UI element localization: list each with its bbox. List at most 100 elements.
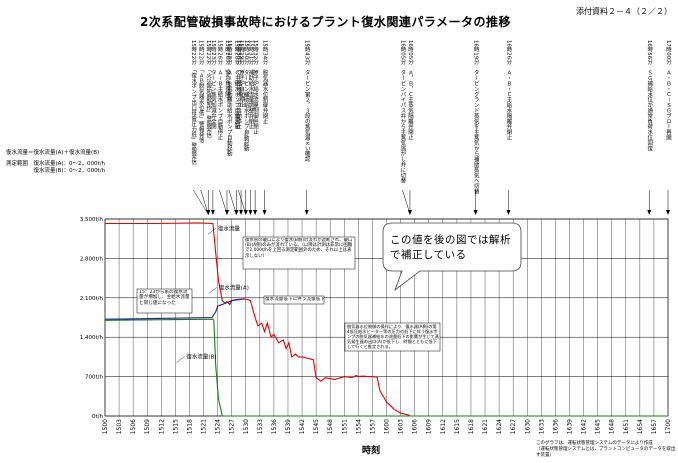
event-label: 15時26分 Ａ－Ｂ主給水ポンプ自動停止 (216, 40, 223, 140)
series-label-leader (208, 287, 217, 294)
event-label: 15時22分 「ＡＢ脱気器水位低」警報発信 (198, 40, 205, 144)
x-tick-label: 1533 (257, 419, 264, 434)
event-arrowhead (407, 210, 412, 215)
annotation-1544-fo: 脱気器水位制御の操作により、復水器(A側)の第4低圧給水ヒーター等の圧力の低下に… (347, 324, 439, 349)
callout-bubble (382, 222, 522, 292)
annotation-1524: 復水管の破口により復水(B側)の流れが遮断され、破口(B)(A側)のみが流れてい… (245, 238, 353, 259)
x-tick-label: 1645 (595, 419, 602, 434)
x-tick-label: 1657 (651, 419, 658, 434)
annotation-1524-fo: 復水管の破口により復水(B側)の流れが遮断され、破口(B)(A側)のみが流れてい… (245, 238, 353, 259)
series-label-b: 復水流量(B) (186, 353, 216, 361)
x-tick-label: 1618 (468, 419, 475, 434)
x-tick-label: 1600 (384, 419, 391, 434)
event-label: 15時22分 「復水ポンプ出口母管圧力低」警報発信 (190, 40, 197, 166)
x-tick-label: 1639 (566, 419, 573, 434)
event-label: 16時05分 Ａ，Ｂ，Ｃ主蒸気隔離弁閉止 (407, 40, 414, 140)
event-label: 16時56分 ＳＧ補給水位が通常負荷水位回復 (646, 40, 653, 152)
x-tick-label: 1636 (552, 419, 559, 434)
event-arrowhead (253, 210, 258, 215)
event-arrowhead (224, 210, 229, 215)
x-tick-label: 1648 (609, 419, 616, 434)
annotation-box-1528 (263, 295, 325, 305)
event-arrowhead (647, 210, 652, 215)
definition-line-2: 測定範囲 復水流量(A)：0～2，000t/h (6, 161, 106, 167)
annotation-1522: 15：23から系の復水流量が増加し、主給水流量と同じ値になった (139, 290, 190, 306)
event-label: 15時29分 原子炉自動停止 (238, 40, 245, 108)
x-tick-label: 1527 (229, 419, 236, 434)
x-tick-label: 1536 (271, 419, 278, 434)
event-label: 16時19分 タービングランド蒸気を主蒸気から補助蒸気へ切替 (473, 40, 480, 195)
x-tick-label: 1542 (299, 419, 306, 434)
x-tick-label: 1557 (369, 419, 376, 434)
y-tick-labels: 0t/h 700t/h 1,400t/h 2,100t/h 2,800t/h 3,500t… (80, 217, 104, 420)
x-tick-label: 1518 (186, 419, 193, 434)
x-tick-label: 1524 (215, 419, 222, 434)
event-arrowhead (248, 210, 253, 215)
x-axis-title: 時刻 (362, 446, 381, 456)
series-label-leader (176, 356, 185, 363)
x-tick-label: 1512 (158, 419, 165, 434)
x-tick-label: 1642 (581, 419, 588, 434)
event-label: 15時32分 原子炉給水流量制御弁閉止 (252, 40, 259, 135)
event-arrowhead (506, 210, 511, 215)
event-label: 15時28分 Ａ－Ｂ電動補助給水ポンプ自動起動 (226, 40, 233, 158)
y-tick-label: 1,400t/h (80, 335, 104, 341)
x-tick-label: 1521 (201, 419, 208, 434)
x-tick-label: 1651 (623, 419, 630, 434)
x-tick-label: 1545 (313, 419, 320, 434)
document-id: 添付資料２－４（２／２） (576, 7, 672, 16)
annotation-box-1544 (344, 322, 441, 352)
annotation-1522-fo: 15：23から系の復水流量が増加し、主給水流量と同じ値になった (139, 290, 190, 306)
x-tick-label: 1548 (327, 419, 334, 434)
annotation-box-1524 (242, 236, 356, 270)
callout-text: この値を後の図では解析で補正している (390, 234, 511, 261)
footnote-line-2: （運転状態管理システムとは、プラントコンピュータのデータを取出す装置） (536, 447, 676, 458)
x-tick-label: 1654 (637, 419, 644, 434)
series-label-leader (207, 228, 216, 235)
y-tick-label: 3,500t/h (80, 217, 104, 223)
event-arrowhead (262, 210, 267, 215)
event-label: 15時34分 脱気器水位制御弁閉止 (262, 40, 269, 124)
footnote: このグラフは、運転状態管理システムのデータにより作成 （運転状態管理システムとは… (536, 441, 676, 459)
x-tick-label: 1603 (398, 419, 405, 434)
callout-fo: この値を後の図では解析で補正している (390, 234, 511, 261)
x-tick-label: 1554 (355, 419, 362, 434)
event-arrowhead (243, 210, 248, 215)
x-tick-label: 1503 (116, 419, 123, 434)
event-arrowhead (210, 210, 215, 215)
event-label: 15時43分 タービン第２，３段の蒸気漏えい確認 (304, 40, 311, 163)
event-arrowhead (234, 210, 239, 215)
annotation-boxes: 15：23から系の復水流量が増加し、主給水流量と同じ値になった 復水管の破口によ… (136, 222, 522, 352)
event-label: 15時26分 緊急負荷降下 (224, 40, 231, 104)
y-tick-label: 2,100t/h (80, 296, 104, 302)
annotation-1544: 脱気器水位制御の操作により、復水器(A側)の第4低圧給水ヒーター等の圧力の低下に… (347, 324, 439, 349)
y-tick-label: 2,800t/h (80, 256, 104, 262)
x-tick-label: 1627 (510, 419, 517, 434)
definition-line-1: 復水流量＝復水流量(A)＋復水流量(B) (6, 150, 100, 156)
y-tick-label: 700t/h (85, 375, 104, 381)
series-line-b (104, 318, 668, 417)
x-tick-label: 1630 (524, 419, 531, 434)
annotation-1528: 復水流量低下に伴う流量低下 (265, 296, 324, 302)
event-arrow (193, 189, 209, 215)
event-arrowhead (239, 210, 244, 215)
x-tick-label: 1615 (454, 419, 461, 434)
series-line-total (105, 222, 668, 417)
event-label: 15時28分 Ｃ主給水ポンプ自動起動 (233, 40, 240, 131)
series-label-a: 復水流量(A) (219, 283, 249, 291)
x-tick-label: 1624 (496, 419, 503, 434)
x-tick-label: 1551 (341, 419, 348, 434)
x-tick-label: 1700 (665, 419, 672, 434)
event-label: 15時30分 タービン補助給水ポンプ自動起動 (243, 40, 250, 152)
event-label: 15時31分 補助給水流量調整弁閉止 (247, 40, 254, 130)
x-tick-label: 1500 (102, 419, 109, 434)
event-arrowhead (206, 210, 211, 215)
y-tick-label: 0t/h (92, 414, 104, 420)
x-tick-label: 1509 (144, 419, 151, 434)
definition-line-3: 復水流量(B)：0～2，000t/h (6, 168, 106, 174)
x-tick-label: 1621 (482, 419, 489, 434)
event-label: 17時00分 Ａ・Ｂ・Ｃ－ＳＧブロー再開 (665, 40, 672, 141)
